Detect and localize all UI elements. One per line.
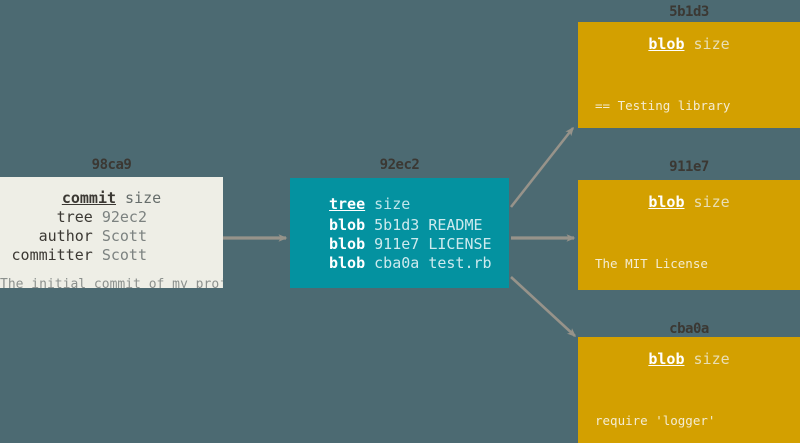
blob-keyword: blob <box>648 350 685 368</box>
blob-test-node[interactable]: blob size require 'logger' require 'test… <box>578 337 800 443</box>
blob-content-line: The MIT License <box>595 256 708 271</box>
edge-tree-to-blob-readme <box>509 126 575 208</box>
blob-license-node[interactable]: blob size The MIT License Copyright (c) … <box>578 180 800 290</box>
tree-size-word: size <box>374 195 411 213</box>
tree-entry-kind: blob <box>329 216 366 234</box>
edge-tree-to-blob-test <box>510 276 577 338</box>
tree-entry-name: README <box>428 216 483 234</box>
tree-entry-hash: 5b1d3 <box>374 216 420 234</box>
tree-node-label: 92ec2 <box>379 157 420 173</box>
blob-keyword: blob <box>648 35 685 53</box>
blob-content-line: require 'logger' <box>595 413 716 428</box>
tree-entry-kind: blob <box>329 235 366 253</box>
tree-node-header: tree size <box>290 178 509 213</box>
tree-entry-name: LICENSE <box>428 235 492 253</box>
commit-field-row: committer Scott <box>0 246 147 265</box>
blob-content-line: == Testing library <box>595 98 731 113</box>
blob-license-node-label: 911e7 <box>669 159 709 175</box>
commit-field-list: tree 92ec2 author Scott committer Scott <box>0 208 223 265</box>
commit-message: The initial commit of my project <box>0 277 223 288</box>
blob-readme-header: blob size <box>578 22 800 53</box>
blob-test-header: blob size <box>578 337 800 368</box>
blob-readme-node-label: 5b1d3 <box>669 4 709 20</box>
commit-field-row: tree 92ec2 <box>0 208 147 227</box>
commit-field-row: author Scott <box>0 227 147 246</box>
tree-entry-hash: cba0a <box>374 254 420 272</box>
tree-entry-list: blob 5b1d3 README blob 911e7 LICENSE blo… <box>290 216 509 273</box>
commit-node-label: 98ca9 <box>91 157 132 173</box>
tree-entry-name: test.rb <box>428 254 492 272</box>
tree-keyword: tree <box>329 195 366 213</box>
commit-node-header: commit size <box>0 177 223 207</box>
commit-field-key: author <box>11 227 93 245</box>
tree-entry-row: blob 911e7 LICENSE <box>329 235 509 254</box>
tree-entry-hash: 911e7 <box>374 235 420 253</box>
blob-size-word: size <box>693 35 730 53</box>
commit-field-value: 92ec2 <box>101 208 147 226</box>
blob-readme-content: == Testing library This library is used … <box>578 66 800 128</box>
tree-entry-row: blob cba0a test.rb <box>329 254 509 273</box>
blob-size-word: size <box>693 193 730 211</box>
blob-test-content: require 'logger' require 'test/unit' cla… <box>578 381 800 443</box>
blob-keyword: blob <box>648 193 685 211</box>
commit-field-key: committer <box>11 246 93 264</box>
commit-field-value: Scott <box>101 246 147 264</box>
commit-field-value: Scott <box>101 227 147 245</box>
commit-field-key: tree <box>11 208 93 226</box>
tree-node[interactable]: tree size blob 5b1d3 README blob 911e7 L… <box>290 178 509 288</box>
blob-readme-node[interactable]: blob size == Testing library This librar… <box>578 22 800 128</box>
blob-license-header: blob size <box>578 180 800 211</box>
tree-entry-row: blob 5b1d3 README <box>329 216 509 235</box>
tree-entry-kind: blob <box>329 254 366 272</box>
blob-size-word: size <box>693 350 730 368</box>
blob-license-content: The MIT License Copyright (c) 2008 Scott… <box>578 224 800 290</box>
commit-size-word: size <box>125 189 162 207</box>
commit-keyword: commit <box>61 189 117 207</box>
commit-node[interactable]: commit size tree 92ec2 author Scott comm… <box>0 177 223 288</box>
blob-test-node-label: cba0a <box>669 321 709 337</box>
